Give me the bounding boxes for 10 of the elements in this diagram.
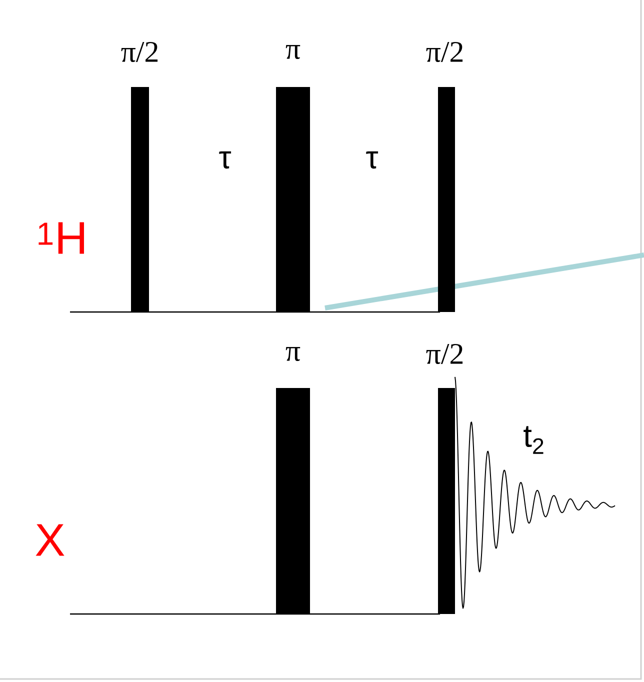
pulse-label: π/2 [426,344,463,364]
pulse-label: τ [366,151,378,169]
pulse-label: t$_{2}$ [524,426,544,454]
pulse-label: π/2 [426,42,463,62]
pulse-label: X [36,524,64,556]
pulse-label: π [286,44,300,59]
pulse-label: $^{1}$H [38,222,84,254]
pulse-label: π/2 [121,42,158,62]
pulse-label: τ [219,151,232,169]
pulse-label: π [286,347,300,361]
